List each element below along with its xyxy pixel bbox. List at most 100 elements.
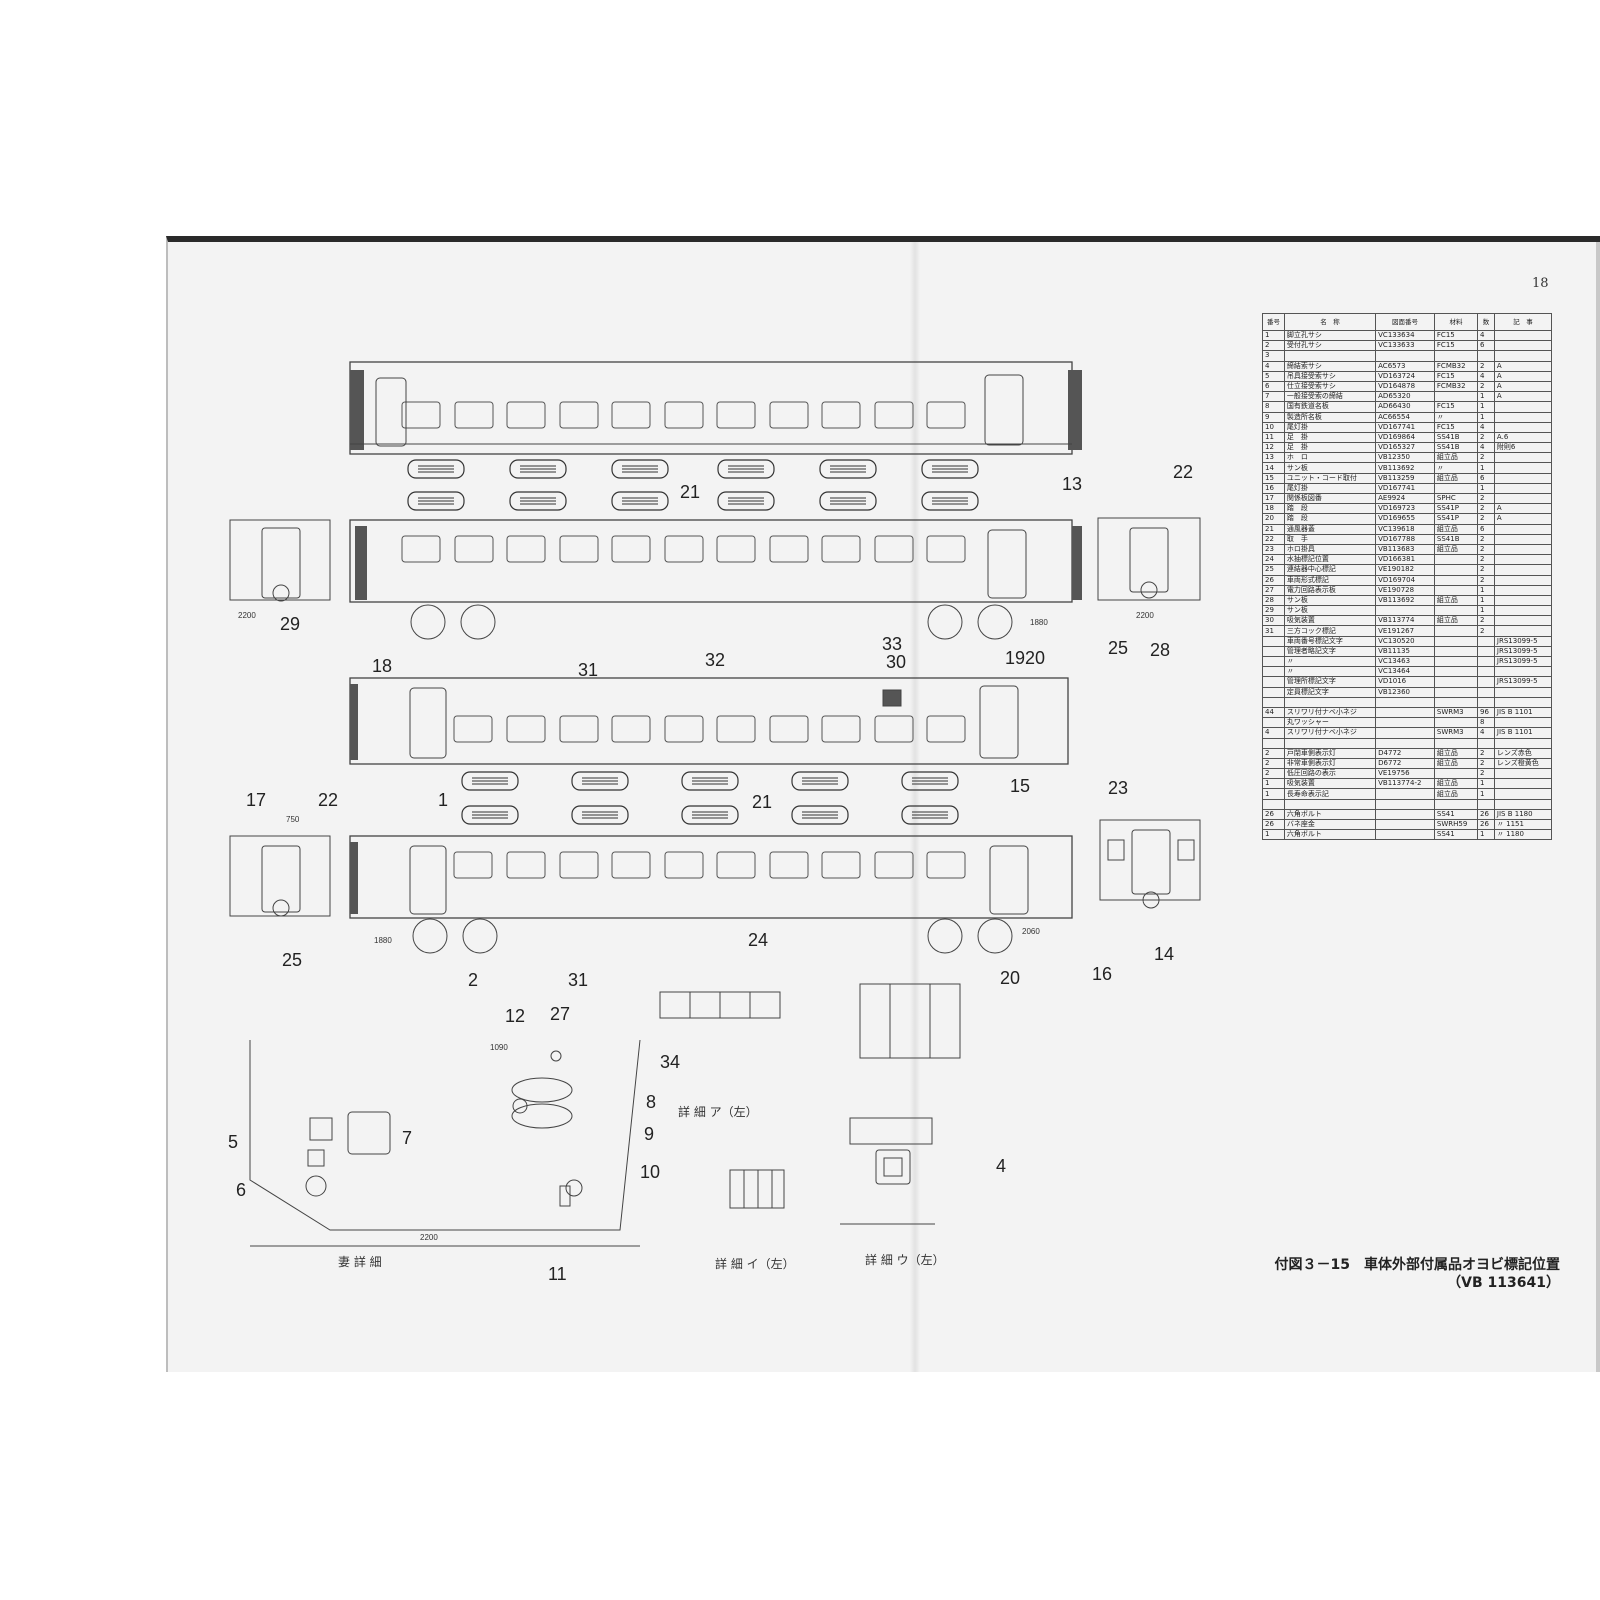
table-cell: スリワリ付ナベ小ネジ [1283, 706, 1377, 719]
table-cell [1493, 696, 1553, 708]
table-cell: 足 掛 [1283, 431, 1377, 444]
callout-31b: 31 [568, 970, 588, 990]
table-cell: 8 [1262, 401, 1285, 413]
callout-31a: 31 [578, 660, 598, 680]
table-cell: 11 [1262, 431, 1285, 444]
table-cell: 管理者略記文字 [1283, 645, 1377, 658]
caption-drawing-number: （VB 113641） [1447, 1275, 1560, 1291]
table-cell: 組立品 [1433, 594, 1478, 607]
table-cell [1375, 829, 1435, 841]
table-cell [1433, 350, 1478, 362]
table-cell: 踏 段 [1283, 503, 1377, 515]
table-cell: 〃 [1283, 655, 1377, 668]
table-cell [1262, 696, 1285, 708]
table-cell: サン板 [1283, 462, 1377, 474]
table-cell [1433, 655, 1478, 668]
table-cell: 4 [1476, 421, 1495, 433]
table-cell: SWRM3 [1433, 727, 1478, 739]
table-cell: VB113774 [1375, 615, 1435, 627]
detail-e [859, 983, 961, 1059]
table-row: 〃VC13464 [1262, 666, 1553, 678]
table-cell: 4 [1262, 360, 1285, 372]
callout-7: 7 [402, 1128, 412, 1148]
table-cell: 2 [1476, 360, 1495, 372]
table-cell [1493, 421, 1553, 433]
table-cell: レンズ橙黄色 [1493, 757, 1553, 770]
table-cell: VB11135 [1375, 645, 1435, 658]
table-cell: VD163724 [1375, 370, 1435, 382]
table-cell: 1 [1476, 391, 1495, 403]
table-cell: 16 [1262, 482, 1285, 495]
table-cell: 取 手 [1283, 533, 1377, 545]
callout-21a: 21 [680, 482, 700, 502]
table-cell: 戸閉車側表示灯 [1283, 747, 1377, 759]
table-cell: D6772 [1375, 757, 1435, 770]
table-cell [1493, 768, 1553, 780]
table-cell: 通風器蓋 [1283, 523, 1377, 535]
table-cell: 28 [1262, 594, 1285, 607]
table-cell: 5 [1262, 370, 1285, 382]
table-cell: 2 [1476, 431, 1495, 444]
table-cell: 26 [1476, 808, 1495, 821]
table-cell [1476, 798, 1495, 810]
dim-2200a: 2200 [238, 611, 256, 620]
table-cell: サン板 [1283, 594, 1377, 607]
table-cell: A [1493, 391, 1553, 403]
car-side-view-1 [349, 361, 1082, 455]
table-cell: 〃 [1433, 411, 1478, 423]
table-cell [1375, 808, 1435, 821]
table-cell: VC130520 [1375, 635, 1435, 647]
callout-1: 1 [438, 790, 448, 810]
table-cell [1262, 798, 1285, 810]
callout-28: 28 [1150, 640, 1170, 660]
table-cell [1476, 350, 1495, 362]
windows-row-1 [401, 401, 966, 429]
table-cell: 製造所名板 [1283, 411, 1377, 423]
table-cell: 1 [1476, 401, 1495, 413]
table-cell: 2 [1476, 492, 1495, 505]
table-cell [1493, 472, 1553, 484]
table-cell [1493, 543, 1553, 556]
table-cell: FC15 [1433, 340, 1478, 352]
label-detail-i: 詳 細 イ（左） [715, 1256, 795, 1271]
callout-25b: 25 [282, 950, 302, 970]
table-cell: VB113692 [1375, 594, 1435, 607]
table-cell: FC15 [1433, 370, 1478, 382]
table-cell: VE190728 [1375, 584, 1435, 596]
table-cell: 26 [1262, 574, 1285, 586]
table-cell [1476, 676, 1495, 688]
table-cell [1433, 482, 1478, 495]
page-gutter [910, 242, 920, 1372]
table-cell: 1 [1476, 605, 1495, 617]
header-no: 番号 [1262, 313, 1285, 331]
table-cell: VD165327 [1375, 442, 1435, 454]
table-cell [1493, 788, 1553, 800]
table-cell: 2 [1262, 768, 1285, 780]
table-cell [1262, 676, 1285, 688]
detail-a [659, 991, 781, 1019]
table-cell: 1 [1476, 482, 1495, 495]
table-cell: VC139618 [1375, 523, 1435, 535]
table-cell [1375, 696, 1435, 708]
table-cell: 26 [1262, 818, 1285, 831]
table-cell: 〃 [1433, 462, 1478, 474]
table-cell [1476, 686, 1495, 698]
table-cell: 1 [1476, 788, 1495, 800]
table-cell: 2 [1476, 543, 1495, 556]
table-cell: AC66554 [1375, 411, 1435, 423]
table-cell: VB12360 [1375, 686, 1435, 698]
table-cell [1493, 401, 1553, 413]
table-cell [1493, 605, 1553, 617]
table-cell [1493, 737, 1553, 749]
